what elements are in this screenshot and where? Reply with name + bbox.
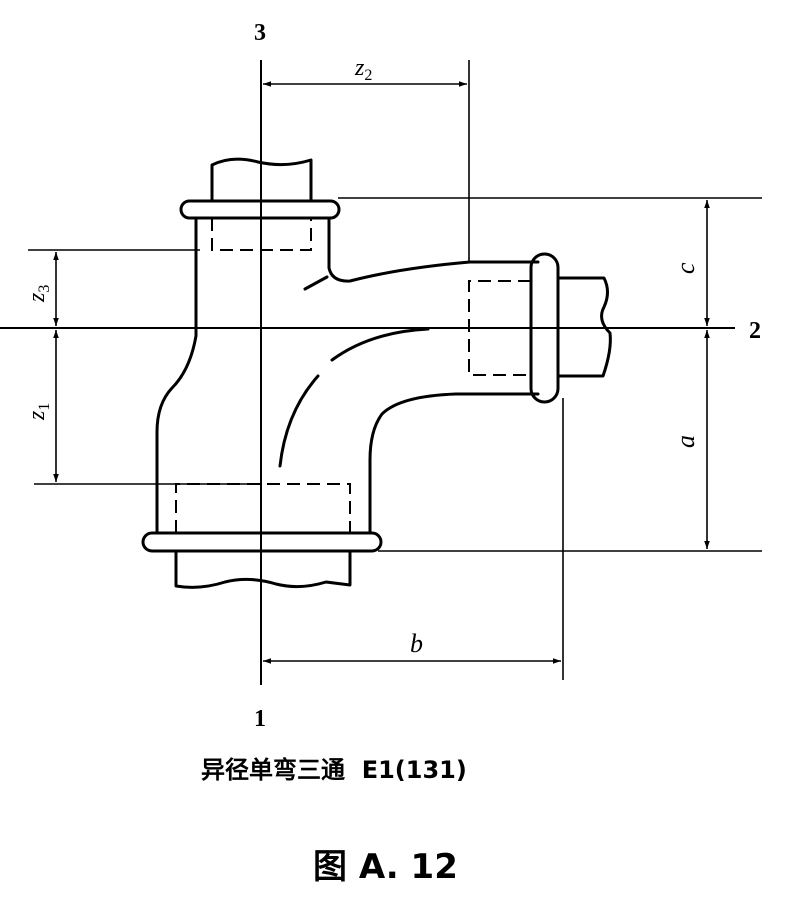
hidden-top-pipe-end [211,218,312,251]
axis-label-3: 3 [254,20,266,46]
top-bead-ring [179,199,341,220]
dim-label-z3: z3 [24,285,53,303]
dim-label-c: c [671,262,700,274]
axis-label-2: 2 [749,318,761,344]
figure-title: 图 A. 12 [313,847,458,887]
right-pipe-stub [556,276,612,378]
dim-label-b: b [410,629,423,658]
upper-branch-wall [327,216,540,283]
hidden-right-pipe-end [468,280,531,376]
inner-elbow-curve [330,327,430,362]
dim-label-a: a [671,435,700,448]
right-bead-ring [529,252,560,404]
inner-tee-line [303,275,329,291]
hidden-bottom-pipe-end [175,483,351,533]
bottom-pipe-stub [174,549,352,589]
axis-label-1: 1 [254,706,266,732]
inner-elbow-curve-lower [278,374,320,468]
dim-label-z2: z2 [354,55,372,84]
fitting-caption: 异径单弯三通 E1(131) [201,756,467,784]
dim-label-z1: z1 [24,403,53,421]
top-pipe-stub [210,157,313,202]
left-body-wall [155,216,198,535]
lower-elbow-wall [368,392,540,535]
bottom-bead-ring [141,531,383,553]
